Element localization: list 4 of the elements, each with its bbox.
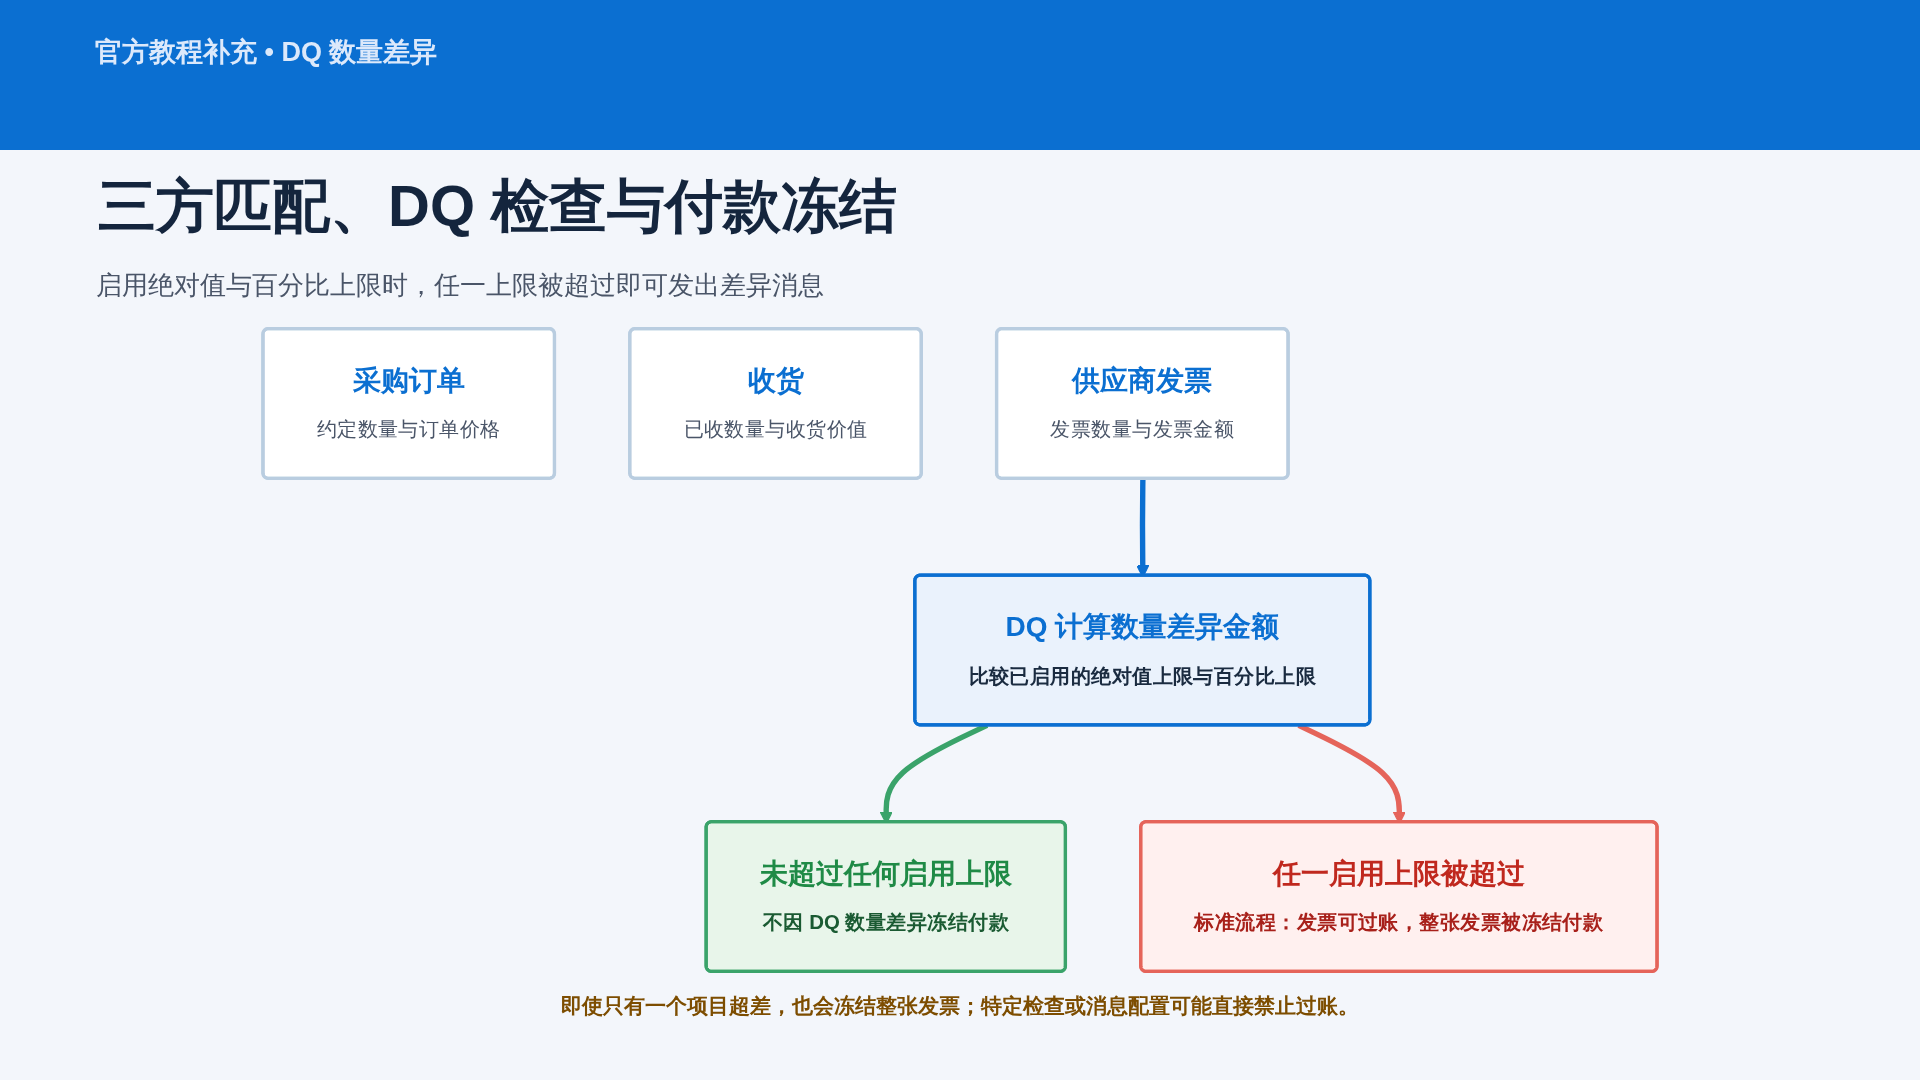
subtitle: 启用绝对值与百分比上限时，任一上限被超过即可发出差异消息	[96, 269, 824, 302]
section-label: 官方教程补充 • DQ 数量差异	[95, 36, 438, 69]
page-title: 三方匹配、DQ 检查与付款冻结	[98, 172, 898, 240]
footnote: 即使只有一个项目超差，也会冻结整张发票；特定检查或消息配置可能直接禁止过账。	[561, 994, 1359, 1017]
